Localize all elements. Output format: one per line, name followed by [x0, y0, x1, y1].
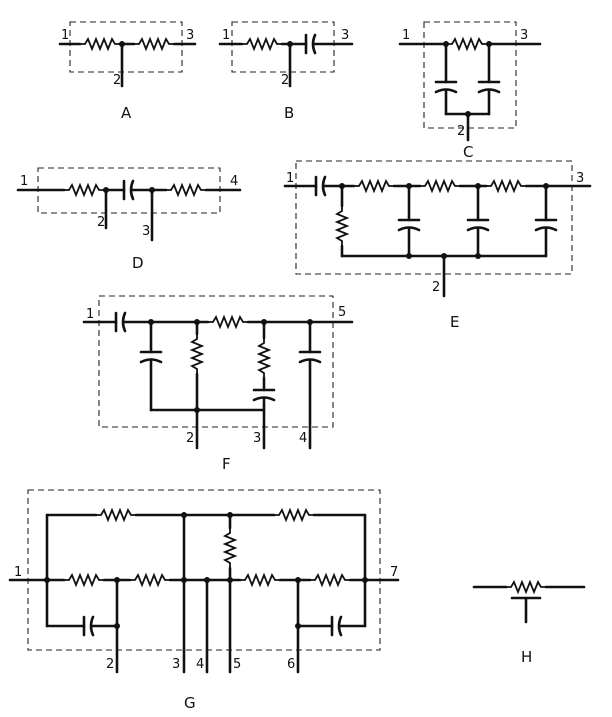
diagram-caption: G: [184, 694, 196, 712]
terminal-label: 2: [106, 657, 114, 672]
diagram-f: 1 2 3 4 5 F: [82, 295, 354, 473]
terminal-label: 1: [20, 174, 28, 189]
diagram-caption: H: [521, 648, 532, 666]
diagram-a: 1 2 3 A: [58, 21, 197, 122]
terminal-label: 4: [299, 431, 307, 446]
diagram-b: 1 2 3 B: [218, 21, 354, 122]
resistor-icon: [191, 333, 203, 375]
terminal-label: 2: [457, 124, 465, 139]
resistor-icon: [133, 38, 175, 50]
terminal-label: 1: [86, 307, 94, 322]
terminal-label: 4: [230, 174, 238, 189]
diagram-a-enclosure: [69, 21, 183, 73]
resistor-icon: [485, 180, 527, 192]
resistor-icon: [273, 509, 315, 521]
diagram-caption: F: [222, 455, 231, 473]
resistor-icon: [419, 180, 461, 192]
diagram-c-enclosure: [423, 21, 517, 129]
terminal-label: 6: [287, 657, 295, 672]
diagram-e: 1 2 3 E: [283, 160, 592, 331]
resistor-icon: [258, 337, 270, 379]
resistor-icon: [224, 527, 236, 569]
resistor-icon: [207, 316, 249, 328]
terminal-label: 2: [186, 431, 194, 446]
resistor-icon: [309, 574, 351, 586]
diagram-d: 1 2 3 4 D: [16, 167, 242, 272]
resistor-icon: [63, 184, 105, 196]
diagram-e-enclosure: [295, 160, 573, 275]
diagram-c: 1 2 3 C: [398, 21, 542, 161]
terminal-label: 3: [253, 431, 261, 446]
terminal-label: 2: [97, 215, 105, 230]
diagram-caption: A: [121, 104, 132, 122]
resistor-icon: [505, 581, 547, 593]
resistor-icon: [165, 184, 207, 196]
terminal-label: 3: [520, 28, 528, 43]
terminal-label: 2: [113, 73, 121, 88]
resistor-icon: [79, 38, 121, 50]
terminal-label: 3: [172, 657, 180, 672]
terminal-label: 1: [14, 565, 22, 580]
diagram-f-enclosure: [98, 295, 334, 428]
terminal-label: 7: [390, 565, 398, 580]
diagram-caption: B: [284, 104, 294, 122]
resistor-icon: [63, 574, 105, 586]
terminal-label: 5: [233, 657, 241, 672]
diagram-caption: C: [463, 143, 473, 161]
resistor-icon: [95, 509, 137, 521]
terminal-label: 5: [338, 305, 346, 320]
terminal-label: 3: [186, 28, 194, 43]
diagram-b-enclosure: [231, 21, 335, 73]
resistor-icon: [336, 205, 348, 247]
diagram-h: H: [472, 581, 586, 666]
diagram-caption: D: [132, 254, 144, 272]
capacitor-icon: [330, 615, 343, 637]
terminal-label: 3: [576, 171, 584, 186]
diagram-g-enclosure: [27, 489, 381, 651]
resistor-icon: [241, 38, 283, 50]
terminal-label: 2: [432, 280, 440, 295]
terminal-label: 3: [341, 28, 349, 43]
resistor-icon: [353, 180, 395, 192]
terminal-label: 1: [286, 171, 294, 186]
resistor-icon: [239, 574, 281, 586]
terminal-label: 1: [61, 28, 69, 43]
diagram-caption: E: [450, 313, 459, 331]
resistor-icon: [446, 38, 488, 50]
terminal-label: 2: [281, 73, 289, 88]
terminal-label: 4: [196, 657, 204, 672]
terminal-label: 1: [222, 28, 230, 43]
terminal-label: 3: [142, 224, 150, 239]
diagram-g: 1 2 3 4 5 6 7 G: [8, 489, 400, 712]
terminal-label: 1: [402, 28, 410, 43]
resistor-icon: [129, 574, 171, 586]
